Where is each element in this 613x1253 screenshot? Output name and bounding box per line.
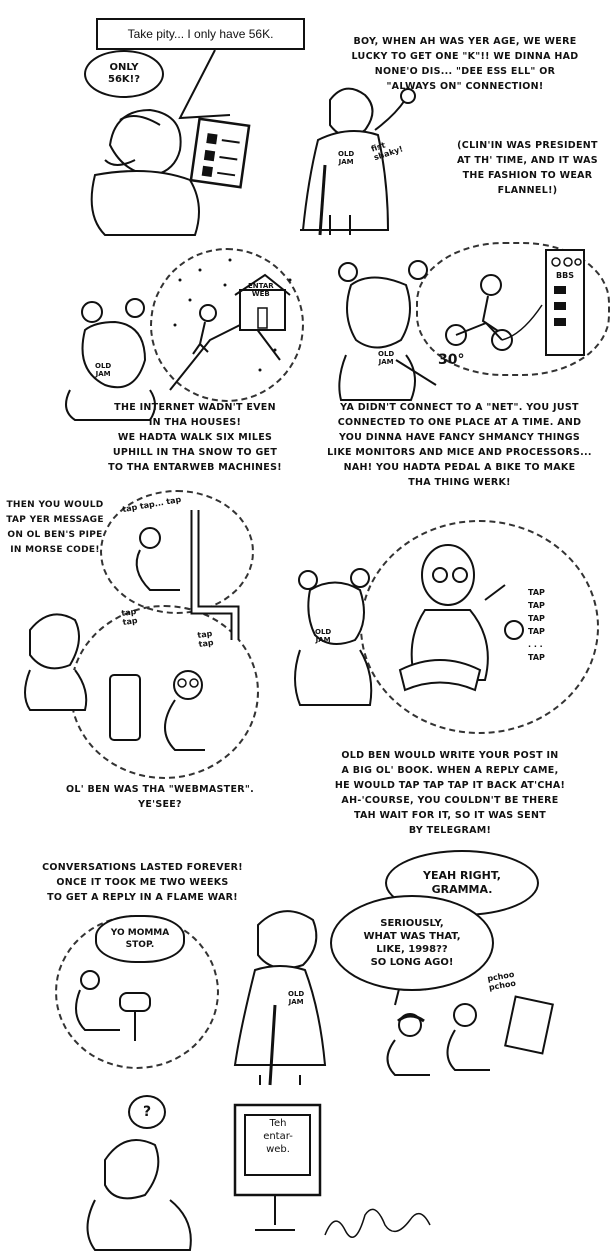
narration-56k: BOY, WHEN AH WAS YER AGE, WE WERE LUCKY … <box>351 36 579 92</box>
thought-bubble-question: ? <box>128 1095 166 1129</box>
temperature-label: 30° <box>438 352 465 368</box>
old-jam-badge: OLD JAM <box>338 150 355 166</box>
old-jam-badge: OLD JAM <box>288 990 305 1006</box>
panel-1-art <box>90 49 416 236</box>
old-jam-badge: OLD JAM <box>378 350 395 366</box>
panel-1: Take pity... I only have 56K. ONLY 56K!?… <box>0 0 613 240</box>
panel-5-art <box>294 544 524 706</box>
panel-5: TAP TAP TAP TAP . . . TAP OLD JAM OLD BE… <box>280 520 613 840</box>
panel-6-art <box>75 910 554 1086</box>
thought-cloud <box>416 242 610 376</box>
narration-morse: THEN YOU WOULD TAP YER MESSAGE ON OL BEN… <box>6 500 104 555</box>
speech-bubble-1998: SERIOUSLY, WHAT WAS THAT, LIKE, 1998?? S… <box>330 895 494 991</box>
caption-box: Take pity... I only have 56K. <box>96 18 305 50</box>
speech-bubble-only-56k: ONLY 56K!? <box>84 50 164 98</box>
panel-7: ? Teh entar- web. <box>0 1095 613 1253</box>
narration-webmaster: OL' BEN WAS THA "WEBMASTER". YE'SEE? <box>65 784 255 810</box>
old-jam-badge: OLD JAM <box>95 362 112 378</box>
narration-flame-war: CONVERSATIONS LASTED FOREVER! ONCE IT TO… <box>42 862 243 903</box>
panel-4: THEN YOU WOULD TAP YER MESSAGE ON OL BEN… <box>0 490 270 830</box>
narration-telegram: OLD BEN WOULD WRITE YOUR POST IN A BIG O… <box>334 750 566 836</box>
panel-7-art <box>86 1103 431 1251</box>
tap-sfx-column: TAP TAP TAP TAP . . . TAP <box>528 588 545 662</box>
tap-sfx-bottom: tap tap <box>120 607 139 627</box>
tap-sfx-pipe: tap tap <box>196 629 215 649</box>
panel-4-art <box>24 510 240 751</box>
narration-bike: YA DIDN'T CONNECT TO A "NET". YOU JUST C… <box>327 402 592 488</box>
panel-2-art <box>65 258 292 421</box>
panel-3: BBS 30° OLD JAM YA DIDN'T CONNECT TO A "… <box>306 240 613 490</box>
panel-6: CONVERSATIONS LASTED FOREVER! ONCE IT TO… <box>0 845 613 1095</box>
bbs-label: BBS <box>556 271 574 280</box>
thought-cloud <box>150 248 304 402</box>
letter-bubble: YO MOMMA STOP. <box>95 915 185 963</box>
panel-2: ENTAR WEB OLD JAM THE INTERNET WADN'T EV… <box>0 240 304 480</box>
narration-uphill: THE INTERNET WADN'T EVEN IN THA HOUSES! … <box>108 402 282 473</box>
monitor-screen-text: Teh entar- web. <box>263 1118 293 1155</box>
old-jam-badge: OLD JAM <box>315 628 332 644</box>
entar-web-sign: ENTAR WEB <box>248 282 274 298</box>
aside-clinton: (CLIN'IN WAS PRESIDENT AT TH' TIME, AND … <box>457 140 598 196</box>
panel-3-art <box>338 249 585 401</box>
